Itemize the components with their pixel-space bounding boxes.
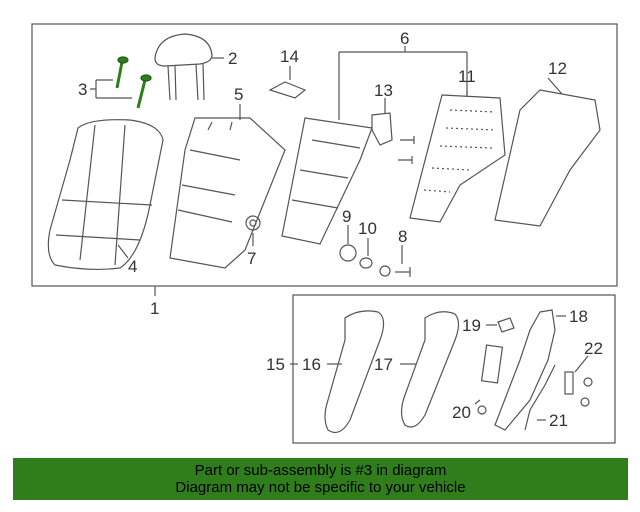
leader-12 (547, 77, 563, 95)
part-14-cap (268, 81, 307, 99)
callout-3: 3 (78, 80, 87, 99)
callout-14: 14 (280, 47, 299, 66)
callout-5: 5 (234, 85, 243, 104)
callout-16: 16 (302, 355, 321, 374)
part-3-guide-top-b (140, 74, 152, 82)
part-22-clip (564, 371, 574, 395)
part-21-rod (524, 364, 556, 431)
part-7-grommet (245, 215, 261, 231)
part-13-bolt-a (400, 136, 415, 144)
callout-1: 1 (150, 299, 159, 318)
part-22-nut-a (583, 377, 593, 387)
part-12-back-panel (494, 89, 601, 227)
callout-19: 19 (462, 316, 481, 335)
callout-4: 4 (128, 257, 137, 276)
part-22-nut-b (580, 397, 590, 407)
part-8-nut (379, 265, 391, 277)
callout-9: 9 (342, 207, 351, 226)
part-13-bolt-b (398, 156, 413, 164)
part-6-seatback-structure (281, 117, 373, 245)
leader-22 (574, 355, 589, 373)
callout-17: 17 (374, 355, 393, 374)
part-19-clip (497, 317, 515, 333)
parts-diagram: 1 2 3 4 5 6 7 8 9 10 11 12 13 14 15 16 1… (31, 23, 618, 444)
leader-6 (338, 46, 468, 120)
part-2-headrest (154, 33, 213, 67)
part-11-pad (409, 94, 506, 223)
part-20-insert (480, 344, 504, 384)
part-17-trim (400, 311, 460, 428)
part-3-guides (115, 61, 147, 109)
part-3-guide-top-a (117, 56, 129, 64)
part-8-bolt (395, 267, 411, 277)
callout-13: 13 (374, 81, 393, 100)
callout-8: 8 (398, 227, 407, 246)
callout-18: 18 (569, 307, 588, 326)
part-4-seams (55, 124, 153, 266)
part-11-texture (423, 109, 497, 193)
leader-3 (90, 79, 132, 99)
callout-11: 11 (458, 67, 476, 86)
part-10-bushing (359, 257, 373, 269)
part-16-trim (324, 310, 385, 433)
banner-line-1: Part or sub-assembly is #3 in diagram (194, 462, 447, 479)
callout-2: 2 (228, 49, 237, 68)
leader-4 (117, 244, 129, 259)
callout-15: 15 (266, 355, 285, 374)
part-2-posts (167, 63, 205, 101)
part-18-bracket (494, 309, 556, 431)
part-info-banner: Part or sub-assembly is #3 in diagram Di… (13, 458, 628, 500)
part-5-details (177, 121, 241, 223)
callout-20: 20 (452, 403, 471, 422)
part-9-cap (339, 244, 357, 262)
callout-22: 22 (584, 339, 603, 358)
banner-line-2: Diagram may not be specific to your vehi… (175, 479, 466, 496)
seat-assembly-frame (31, 23, 618, 287)
callout-6: 6 (400, 29, 409, 48)
callout-21: 21 (549, 411, 568, 430)
part-13-bracket (371, 112, 393, 146)
part-4-seat-back-cushion (47, 119, 164, 271)
part-20-fastener (477, 405, 487, 415)
callout-10: 10 (358, 219, 377, 238)
leader-20 (474, 399, 481, 405)
callout-7: 7 (247, 249, 256, 268)
callout-12: 12 (548, 59, 567, 78)
part-5-seatback-frame (169, 117, 286, 269)
side-trim-frame (292, 294, 616, 444)
